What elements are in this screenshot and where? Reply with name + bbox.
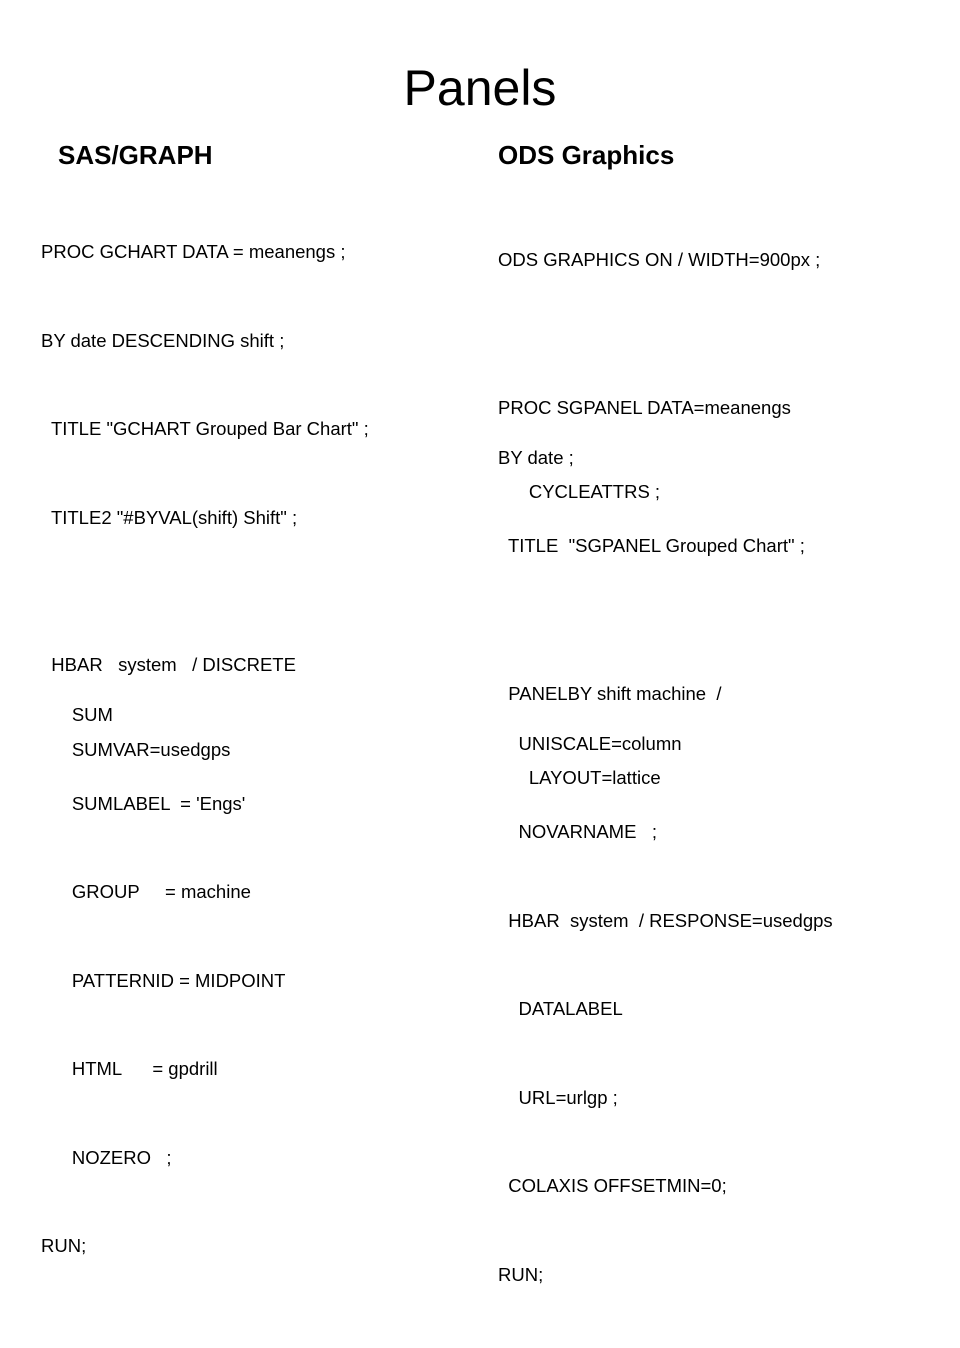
code-line: TITLE "SGPANEL Grouped Chart" ; <box>498 535 805 556</box>
code-line: TITLE "GCHART Grouped Bar Chart" ; <box>41 418 369 439</box>
code-line: PATTERNID = MIDPOINT <box>41 969 286 991</box>
code-line: PROC GCHART DATA = meanengs ; <box>41 241 346 262</box>
code-line: TITLE2 "#BYVAL(shift) Shift" ; <box>41 506 298 528</box>
code-line: PANELBY shift machine / LAYOUT=lattice <box>498 620 833 789</box>
code-line: BY date DESCENDING shift ; <box>41 329 285 351</box>
slide: Panels SAS/GRAPH ODS Graphics PROC GCHAR… <box>41 60 833 1285</box>
code-line-continuation: SUMVAR=usedgps <box>41 738 231 760</box>
code-line: NOZERO ; <box>41 1146 172 1168</box>
code-line-part: PROC SGPANEL DATA=meanengs <box>498 396 791 418</box>
code-line: GROUP = machine <box>41 881 251 902</box>
left-column-heading: SAS/GRAPH <box>58 140 213 170</box>
code-line: HTML = gpdrill <box>41 1058 218 1079</box>
code-line-part: HBAR system / DISCRETE <box>41 654 296 675</box>
code-line: URL=urlgp ; <box>498 1086 618 1108</box>
code-line: COLAXIS OFFSETMIN=0; <box>498 1175 727 1196</box>
code-line: RUN; <box>41 1235 87 1256</box>
code-line: SUM <box>41 704 113 725</box>
slide-title: Panels <box>403 60 557 116</box>
code-line: PROC SGPANEL DATA=meanengs CYCLEATTRS ; <box>498 334 833 503</box>
code-line: SUMLABEL = 'Engs' <box>41 792 246 814</box>
code-line: ODS GRAPHICS ON / WIDTH=900px ; <box>498 249 821 270</box>
code-line-continuation: CYCLEATTRS ; <box>498 481 661 502</box>
code-line: UNISCALE=column <box>498 732 682 754</box>
left-code-block: PROC GCHART DATA = meanengs ; BY date DE… <box>41 178 369 1320</box>
code-line: HBAR system / DISCRETE SUMVAR=usedgps <box>41 591 369 760</box>
code-line: RUN; <box>498 1263 544 1285</box>
code-line: HBAR system / RESPONSE=usedgps <box>498 909 833 931</box>
code-line-continuation: LAYOUT=lattice <box>498 767 661 788</box>
code-line: BY date ; <box>498 446 574 468</box>
right-code-block: ODS GRAPHICS ON / WIDTH=900px ; PROC SGP… <box>498 186 833 1348</box>
code-line: DATALABEL <box>498 998 623 1019</box>
code-line-part: PANELBY shift machine / <box>498 682 722 704</box>
right-column-heading: ODS Graphics <box>498 140 675 170</box>
code-line: NOVARNAME ; <box>498 821 657 842</box>
